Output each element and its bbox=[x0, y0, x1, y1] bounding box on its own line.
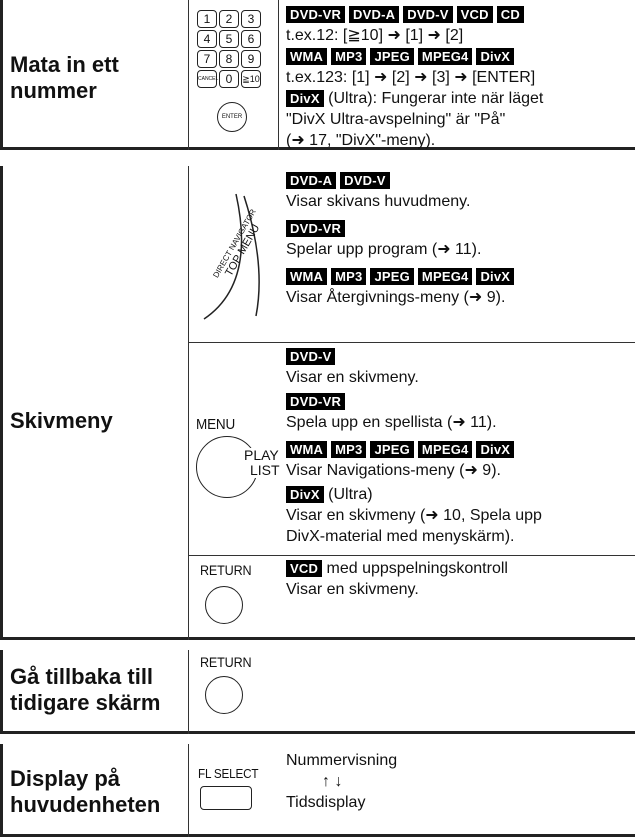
section-go-back: Gå tillbaka till tidigare skärm RETURN bbox=[0, 650, 635, 734]
key-9[interactable]: 9 bbox=[241, 50, 261, 68]
top-menu-instructions: DVD-A DVD-V Visar skivans huvudmeny. DVD… bbox=[286, 170, 515, 308]
key-4[interactable]: 4 bbox=[197, 30, 217, 48]
key-3[interactable]: 3 bbox=[241, 10, 261, 28]
section-display: Display på huvudenheten FL SELECT Nummer… bbox=[0, 744, 635, 837]
disc-badges: DVD-VR DVD-A DVD-V VCD CD bbox=[286, 4, 543, 25]
top-menu-button[interactable] bbox=[196, 184, 276, 324]
section-enter-number: Mata in ett nummer 1 2 3 4 5 6 7 8 9 CAN… bbox=[0, 0, 635, 150]
return-label: RETURN bbox=[200, 562, 252, 578]
section-title: Display på huvudenheten bbox=[10, 766, 161, 817]
cycle-arrows: ↑ ↓ bbox=[322, 773, 343, 790]
key-2[interactable]: 2 bbox=[219, 10, 239, 28]
number-instructions: DVD-VR DVD-A DVD-V VCD CD t.ex.12: [≧10]… bbox=[286, 4, 543, 151]
section-disc-menu: Skivmeny DIRECT NAVIGATOR TOP MENU DVD-A… bbox=[0, 166, 635, 640]
key-8[interactable]: 8 bbox=[219, 50, 239, 68]
fl-select-label: FL SELECT bbox=[198, 766, 259, 781]
return-label: RETURN bbox=[200, 654, 252, 670]
key-6[interactable]: 6 bbox=[241, 30, 261, 48]
enter-button[interactable]: ENTER bbox=[217, 102, 247, 132]
fl-select-button[interactable] bbox=[200, 786, 252, 810]
key-0[interactable]: 0 bbox=[219, 70, 239, 88]
key-10plus[interactable]: ≧10 bbox=[241, 70, 261, 88]
key-5[interactable]: 5 bbox=[219, 30, 239, 48]
menu-instructions: DVD-V Visar en skivmeny. DVD-VR Spela up… bbox=[286, 348, 542, 545]
menu-label: MENU bbox=[196, 416, 236, 433]
section-title: Mata in ett nummer bbox=[10, 52, 119, 103]
key-cancel[interactable]: CANCEL bbox=[197, 70, 218, 88]
key-7[interactable]: 7 bbox=[197, 50, 217, 68]
section-title: Skivmeny bbox=[10, 408, 113, 433]
playlist-label: PLAY LIST bbox=[244, 447, 280, 478]
display-cycle: Nummervisning ↑ ↓ Tidsdisplay bbox=[286, 752, 398, 811]
back-return-button[interactable] bbox=[205, 676, 243, 714]
file-badges: WMA MP3 JPEG MPEG4 DivX bbox=[286, 46, 543, 67]
section-title: Gå tillbaka till tidigare skärm bbox=[10, 664, 161, 715]
key-1[interactable]: 1 bbox=[197, 10, 217, 28]
return-instructions: VCD med uppspelningskontroll Visar en sk… bbox=[286, 560, 508, 598]
return-button[interactable] bbox=[205, 586, 243, 624]
